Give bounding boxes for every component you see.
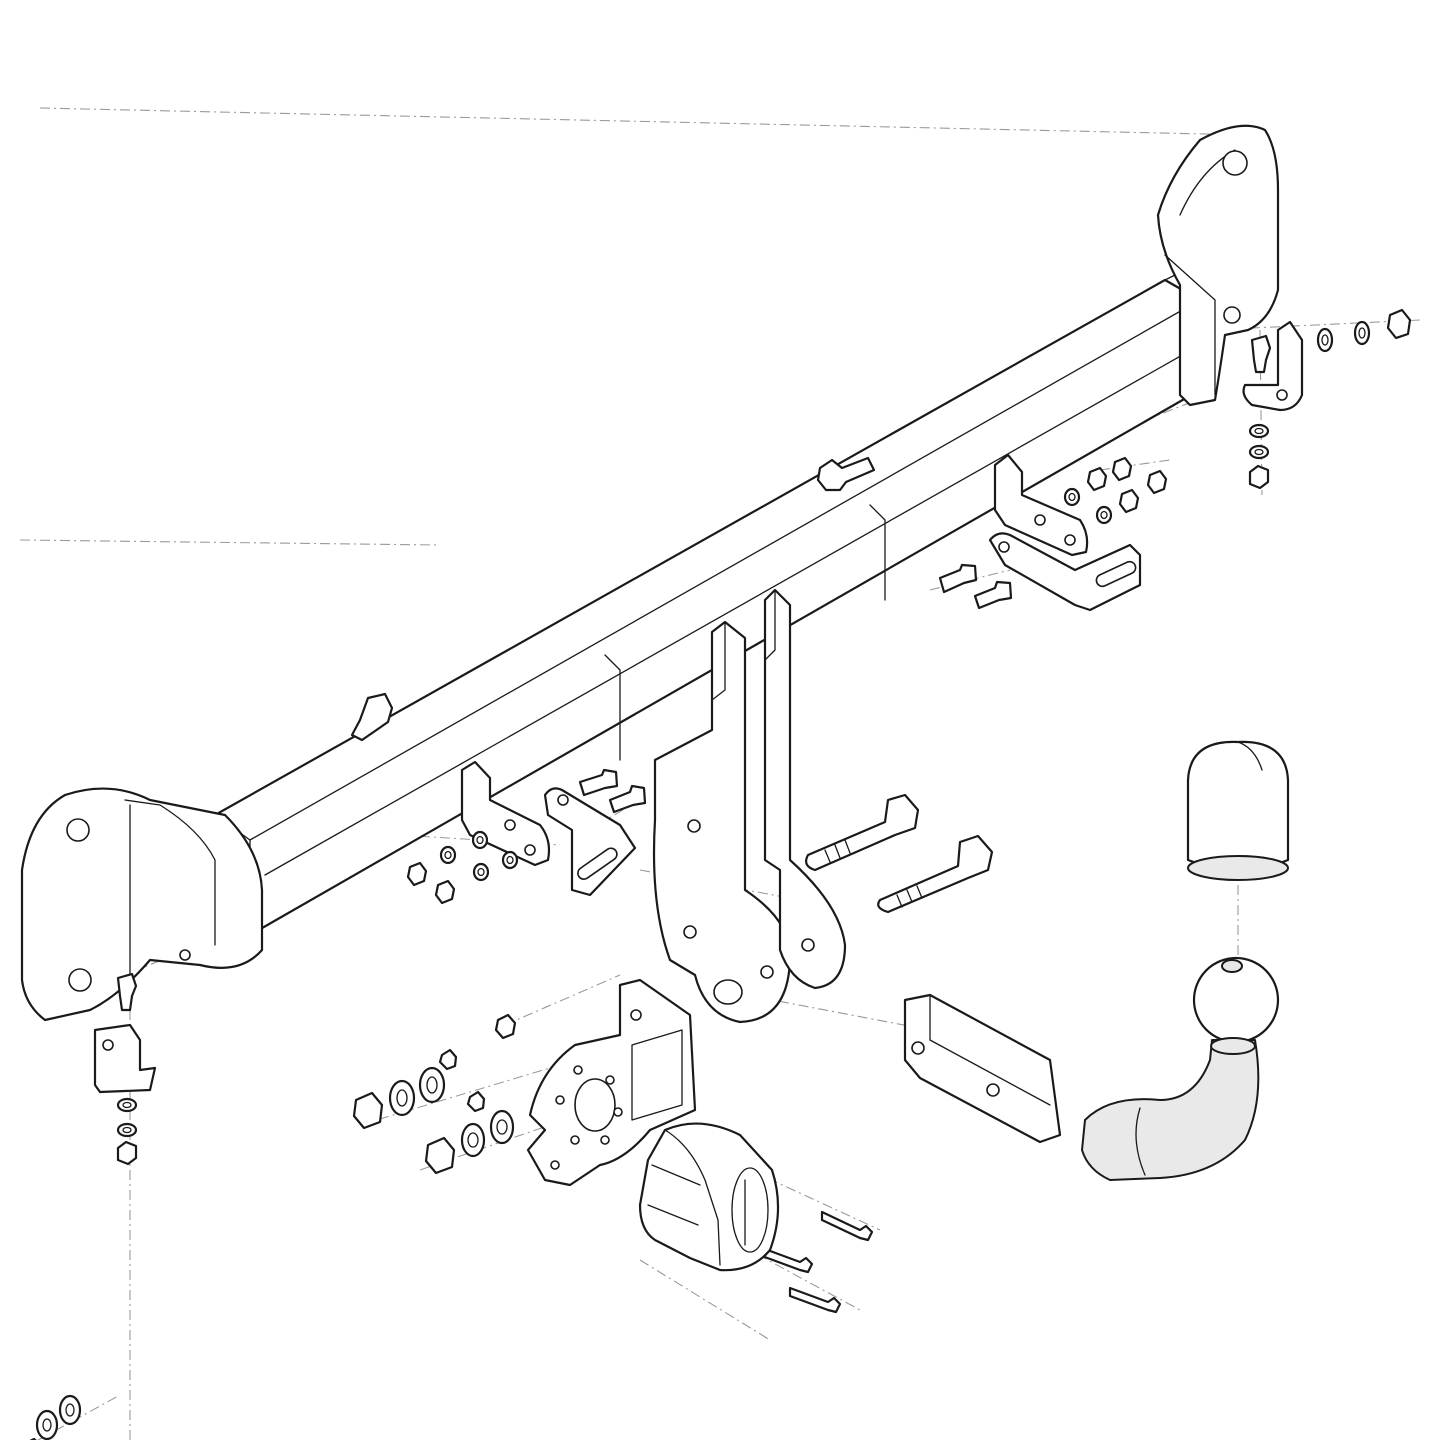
nut	[424, 1136, 456, 1175]
socket-plate	[526, 978, 697, 1187]
long-bolt	[877, 834, 994, 914]
washer	[58, 1394, 82, 1426]
l-bracket-right	[993, 453, 1089, 557]
mounting-hole	[683, 925, 697, 939]
mounting-hole	[600, 1135, 610, 1145]
mounting-hole	[66, 818, 90, 842]
mounting-hole	[573, 1065, 583, 1075]
mounting-hole	[760, 965, 774, 979]
slotted-bracket-left	[543, 787, 637, 897]
washer	[418, 1066, 446, 1104]
bolt	[350, 692, 394, 742]
washer	[388, 1079, 416, 1117]
long-bolt	[805, 793, 920, 872]
washer	[1248, 423, 1270, 439]
nut	[116, 1140, 138, 1166]
nut	[494, 1013, 517, 1040]
mounting-hole	[550, 1160, 560, 1170]
nut	[406, 861, 428, 887]
bolt	[973, 580, 1013, 610]
washer	[439, 845, 457, 865]
nuts-and-washers	[29, 308, 1412, 1440]
socket-opening	[574, 1078, 616, 1132]
mounting-hole	[179, 949, 191, 961]
washer	[1353, 320, 1371, 346]
bolt	[1250, 334, 1272, 374]
nut	[434, 879, 456, 905]
bolt	[578, 768, 619, 797]
mounting-hole	[504, 819, 516, 831]
slotted-bracket-right	[988, 532, 1142, 612]
washer	[501, 850, 519, 870]
nut	[1386, 308, 1412, 340]
mounting-hole	[557, 794, 569, 806]
mounting-hole	[687, 819, 701, 833]
l-bracket-right-end	[1242, 320, 1304, 412]
bolt	[938, 563, 978, 594]
nut	[1248, 464, 1270, 490]
right-mounting-plate	[1156, 124, 1280, 407]
mounting-hole	[68, 968, 92, 992]
mounting-hole	[1034, 514, 1046, 526]
nut	[1118, 488, 1140, 514]
washer	[116, 1122, 138, 1138]
l-bracket-left-end	[93, 1023, 157, 1094]
mounting-hole	[555, 1095, 565, 1105]
slot	[577, 847, 618, 880]
bolts	[116, 334, 1272, 1314]
washer	[471, 830, 489, 850]
washer	[35, 1409, 59, 1440]
mounting-hole	[102, 1039, 114, 1051]
washer	[1095, 505, 1113, 525]
mounting-hole	[605, 1075, 615, 1085]
socket-screw	[788, 1286, 842, 1314]
socket-screw	[820, 1210, 874, 1242]
washer	[472, 862, 490, 882]
nut	[466, 1090, 486, 1113]
mounting-hole	[1222, 150, 1248, 176]
pin-hole	[911, 1041, 925, 1055]
mounting-hole	[630, 1009, 642, 1021]
washer	[489, 1109, 515, 1145]
bolt	[116, 972, 138, 1012]
nut	[438, 1048, 458, 1071]
mounting-hole	[570, 1135, 580, 1145]
nut	[352, 1091, 384, 1130]
center-mounting-brackets	[652, 588, 847, 1024]
bolt	[816, 456, 876, 492]
tow-ball-cover	[1186, 740, 1290, 881]
mounting-hole	[1276, 389, 1288, 401]
slot	[1095, 560, 1137, 588]
left-mounting-plate	[20, 787, 264, 1022]
pin-hole	[713, 979, 743, 1005]
washer	[1063, 487, 1081, 507]
nut	[1146, 469, 1168, 495]
socket-screw	[760, 1246, 814, 1274]
washer	[1248, 444, 1270, 460]
mounting-hole	[1223, 306, 1241, 324]
washer	[460, 1122, 486, 1158]
mounting-hole	[524, 844, 536, 856]
washer	[1316, 327, 1334, 353]
nut	[1086, 466, 1108, 492]
pin-hole	[986, 1083, 1000, 1097]
mounting-hole	[1064, 534, 1076, 546]
bolt	[608, 784, 647, 814]
detachable-ball-neck	[903, 956, 1280, 1181]
mounting-hole	[998, 541, 1010, 553]
mounting-hole	[613, 1107, 623, 1117]
nut	[1111, 456, 1133, 482]
mounting-hole	[801, 938, 815, 952]
electrical-socket	[638, 1122, 780, 1272]
washer	[116, 1097, 138, 1113]
